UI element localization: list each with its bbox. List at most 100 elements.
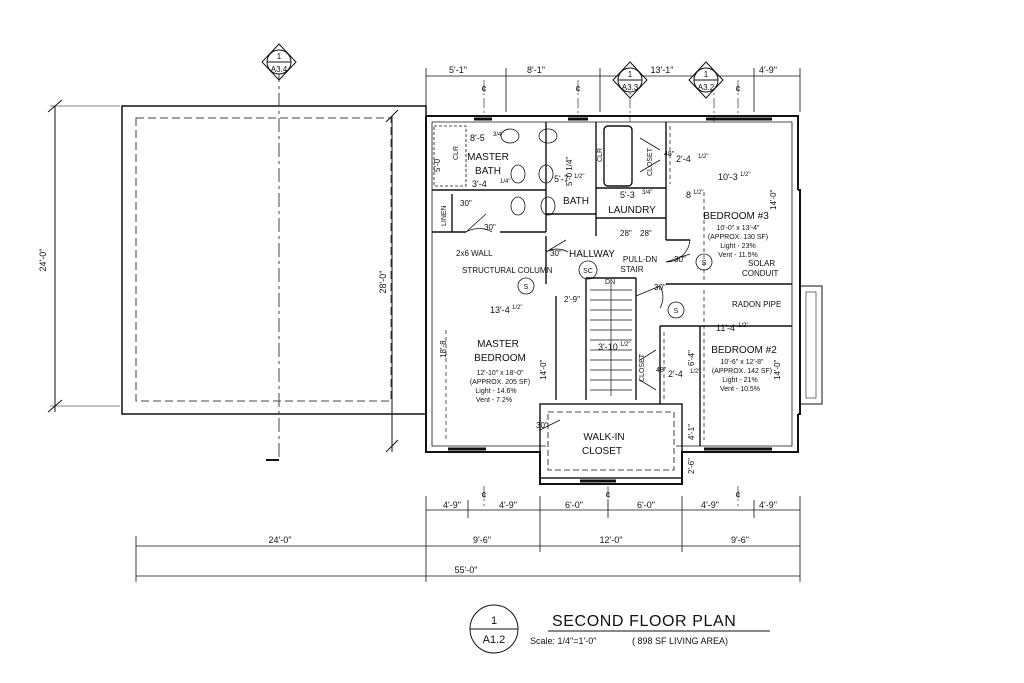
top-dim-2: 8'-1" <box>527 65 545 75</box>
mbr-d3: Light - 14.6% <box>475 388 516 395</box>
smoke-sc: SC <box>583 268 593 275</box>
mbr-label-2: BEDROOM <box>474 353 526 364</box>
section-marker-a32 <box>688 61 724 99</box>
bottom-dim-3: 6'-0" <box>565 500 583 510</box>
br3-closet-dim: 2'-4 <box>676 154 691 164</box>
bath-label: BATH <box>563 196 589 207</box>
cl-mark: ¢ <box>735 84 740 94</box>
title-sheet-ref: A1.2 <box>483 634 506 646</box>
section-marker-a33 <box>612 61 648 99</box>
clr-bath: CLR <box>597 148 604 162</box>
bottom-dim-12: 12'-0" <box>600 535 623 545</box>
marker-a33-ref: A3.3 <box>622 83 639 92</box>
title-sheet-num: 1 <box>491 615 497 627</box>
br3-d2: (APPROX. 130 SF) <box>708 234 768 241</box>
dim-30-hall-3: 30" <box>654 283 666 292</box>
br3-small-frac: 1/2" <box>693 190 703 196</box>
mbr-label-1: MASTER <box>477 339 519 350</box>
bath-tall-dim: 5'-0 1/4" <box>565 157 574 186</box>
bottom-dim-2: 4'-9" <box>499 500 517 510</box>
right-dimension-line <box>385 109 399 453</box>
garage-outline <box>121 68 427 461</box>
closet-shelves <box>445 126 705 440</box>
br2-closet-dim: 2'-4 <box>668 369 683 379</box>
plan-title: SECOND FLOOR PLAN <box>552 613 736 630</box>
wall-note: 2x6 WALL <box>456 249 493 258</box>
top-dim-3: 13'-1" <box>651 65 674 75</box>
smoke-s-2: S <box>702 260 707 267</box>
br2-d4: Vent - 10.5% <box>720 386 760 393</box>
smoke-s-3: S <box>674 308 679 315</box>
laundry-frac: 3/4" <box>642 190 652 196</box>
br2-width: 11'-4 <box>716 323 735 333</box>
cl-mark: ¢ <box>605 490 610 500</box>
bottom-dim-6: 4'-9" <box>759 500 777 510</box>
hall-dim: 2'-9" <box>564 295 580 304</box>
laundry-dim: 5'-3 <box>620 190 635 200</box>
radon-note: RADON PIPE <box>732 300 781 309</box>
br3-d3: Light - 23% <box>720 243 755 250</box>
br3-side: 14'-0" <box>769 189 778 210</box>
br2-d1: 10'-6" x 12'-8" <box>720 359 764 366</box>
top-dimension-string <box>425 68 801 112</box>
master-bath-label-1: MASTER <box>467 152 509 163</box>
plan-scale: Scale: 1/4"=1'-0" <box>530 636 596 646</box>
five-zero-dim: 5'-0 <box>433 158 442 172</box>
clr-mb: CLR <box>453 146 460 160</box>
master-bath-size: 3'-4 <box>472 179 487 189</box>
br2-48: 48" <box>656 367 667 374</box>
walkin-30: 30" <box>536 421 548 430</box>
pull-dn-2: STAIR <box>621 265 644 274</box>
mbr-side: 14'-0" <box>539 359 548 380</box>
mbr-d1: 12'-10" x 18'-0" <box>477 370 524 377</box>
br2-low2: 2'-6" <box>687 458 696 474</box>
br3-label: BEDROOM #3 <box>703 211 769 222</box>
br2-d3: Light - 21% <box>722 377 757 384</box>
left-side-dim: 24'-0" <box>38 249 48 272</box>
bath-small-dim: 5'-7 <box>554 174 569 184</box>
stair-treads <box>590 282 632 396</box>
br2-side2: 14'-0" <box>773 359 782 380</box>
mbr-width-frac: 1/2" <box>512 305 522 311</box>
bath-fixtures <box>433 125 558 216</box>
master-bath-size-frac: 1/4" <box>500 179 510 185</box>
walkin-label-2: CLOSET <box>582 446 622 457</box>
dim-30-mb: 30" <box>460 199 472 208</box>
cl-mark: ¢ <box>735 490 740 500</box>
dim-30-hall-2: 30" <box>674 255 686 264</box>
solar-note: SOLAR <box>748 259 775 268</box>
br3-width-frac: 1/2" <box>740 172 750 178</box>
br2-label: BEDROOM #2 <box>711 345 777 356</box>
conduit-note: CONDUIT <box>742 269 779 278</box>
dim-30-hall: 30" <box>550 249 562 258</box>
smoke-s-1: S <box>524 284 529 291</box>
stair-frac: 1/2" <box>620 342 630 348</box>
mbr-width: 13'-4 <box>490 305 510 315</box>
br3-48: 48" <box>664 151 675 158</box>
marker-a33-num: 1 <box>628 70 633 79</box>
title-block-symbol <box>469 604 770 654</box>
cl-mark: ¢ <box>481 84 486 94</box>
interior-walls <box>432 122 792 479</box>
linen-label: LINEN <box>441 205 448 226</box>
section-marker-a34 <box>261 43 297 81</box>
stair-dn: DN <box>605 279 615 286</box>
laundry-label: LAUNDRY <box>608 205 656 216</box>
br2-width-frac: 1/2" <box>738 323 748 329</box>
overall-dim: 55'-0" <box>455 565 478 575</box>
closet-br2: CLOSET <box>639 353 646 382</box>
bottom-dim-5: 4'-9" <box>701 500 719 510</box>
bump-out <box>799 285 823 405</box>
br3-closet-frac: 1/2" <box>698 154 708 160</box>
dim-28-a: 28" <box>620 229 632 238</box>
door-swings <box>465 137 691 431</box>
mbr-d4: Vent - 7.2% <box>476 397 512 404</box>
walkin-label-1: WALK-IN <box>583 432 624 443</box>
mb-width-frac: 3/4" <box>493 132 503 138</box>
bottom-dim-4: 6'-0" <box>637 500 655 510</box>
mbr-tall: 18'-8 <box>439 340 448 358</box>
br3-small: 8 <box>686 190 691 200</box>
br3-width: 10'-3 <box>718 172 738 182</box>
marker-a32-num: 1 <box>704 70 709 79</box>
